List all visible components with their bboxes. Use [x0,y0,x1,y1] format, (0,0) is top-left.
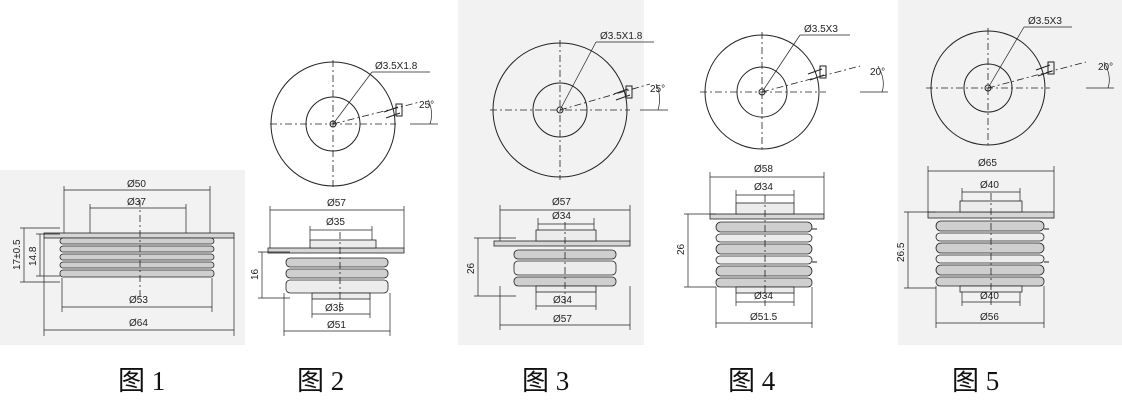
figure-1-side-view: Ø50 Ø37 Ø53 Ø64 17±0.5 14.8 [12,179,235,336]
dim-o50: Ø50 [127,179,146,190]
dim-o56: Ø56 [980,312,999,323]
figure-4: Ø3.5X3 20° Ø58 Ø34 [676,24,888,396]
top-pole [309,239,377,249]
dim-o64: Ø64 [129,318,148,329]
dim-o37: Ø37 [127,197,146,208]
figure-5: Ø3.5X3 20° Ø65 Ø40 [896,16,1114,396]
ring-3 [59,253,215,261]
dim-26: 26 [676,243,687,255]
figure-2: Ø3.5X1.8 25° Ø57 Ø35 [250,60,438,396]
angle-20: 20° [870,67,885,78]
ring-3 [935,242,1045,254]
ring-4 [715,255,813,265]
ring-1 [285,257,389,268]
figure-5-side-view: Ø65 Ø40 Ø40 Ø56 26.5 [896,158,1055,328]
dim-o40-top: Ø40 [980,180,999,191]
dim-o34-top: Ø34 [552,211,571,222]
ring-1 [935,220,1045,232]
dim-26-5: 26.5 [896,242,907,262]
dim-o34-top: Ø34 [754,182,773,193]
caption-figure-2: 图 2 [297,366,344,396]
caption-figure-1: 图 1 [118,366,165,396]
dim-o40-bottom: Ø40 [980,291,999,302]
bottom-pole [311,292,371,300]
ring-6 [935,276,1045,287]
figure-4-top-view: Ø3.5X3 20° [700,24,888,152]
dim-o53: Ø53 [129,295,148,306]
caption-figure-4: 图 4 [728,366,776,396]
figure-1: Ø50 Ø37 Ø53 Ø64 17±0.5 14.8 [12,179,235,396]
ring-4 [935,254,1045,264]
caption-figure-5: 图 5 [952,366,999,396]
dim-o57-top: Ø57 [552,197,571,208]
ring-5 [935,264,1045,276]
dim-o51: Ø51 [327,320,346,331]
callout-o3-5x3: Ø3.5X3 [1028,16,1062,27]
dim-17-05: 17±0.5 [12,239,23,270]
ring-5 [59,269,215,278]
dim-o57: Ø57 [327,198,346,209]
flange [709,213,825,220]
top-pole [535,229,597,242]
ring-3 [715,243,813,255]
lower-ring [285,279,389,294]
ring-5 [715,265,813,277]
figure-4-side-view: Ø58 Ø34 Ø34 Ø51.5 26 [676,164,825,328]
callout-o3-5x3: Ø3.5X3 [804,24,838,35]
ring-6 [715,277,813,288]
dim-o35-bottom: Ø35 [325,303,344,314]
ring-1 [715,221,813,233]
ring-2 [935,232,1045,242]
figure-3-top-view: Ø3.5X1.8 25° [490,31,668,180]
dim-16: 16 [250,268,261,280]
dim-o57-bottom: Ø57 [553,314,572,325]
dim-o51-5: Ø51.5 [750,312,778,323]
angle-25: 25° [419,100,434,111]
figure-3-background [458,0,644,345]
figure-5-top-view: Ø3.5X3 20° [926,16,1114,148]
figure-3: Ø3.5X1.8 25° Ø57 Ø34 [466,31,668,396]
ring-2 [285,268,389,279]
dim-o34-bottom: Ø34 [754,291,773,302]
figure-5-background [898,0,1122,345]
angle-25: 25° [650,84,665,95]
dim-o34-bottom: Ø34 [553,295,572,306]
dim-26: 26 [466,262,477,274]
ring-2 [59,245,215,253]
bottom-pole [535,285,597,293]
callout-o3-5x1-8: Ø3.5X1.8 [375,61,418,72]
dim-o35-top: Ø35 [326,217,345,228]
callout-o3-5x1-8: Ø3.5X1.8 [600,31,643,42]
figure-2-side-view: Ø57 Ø35 Ø35 Ø51 16 [250,198,405,336]
figure-3-side-view: Ø57 Ø34 Ø34 Ø57 26 [466,197,631,330]
ring-4 [59,261,215,269]
flange [43,232,235,239]
flange [493,240,631,247]
angle-20: 20° [1098,62,1113,73]
dim-o65: Ø65 [978,158,997,169]
dim-o58: Ø58 [754,164,773,175]
figure-2-top-view: Ø3.5X1.8 25° [270,60,438,188]
ring-1 [59,237,215,245]
caption-figure-3: 图 3 [522,366,569,396]
ring-2 [715,233,813,243]
dim-14-8: 14.8 [28,246,39,266]
